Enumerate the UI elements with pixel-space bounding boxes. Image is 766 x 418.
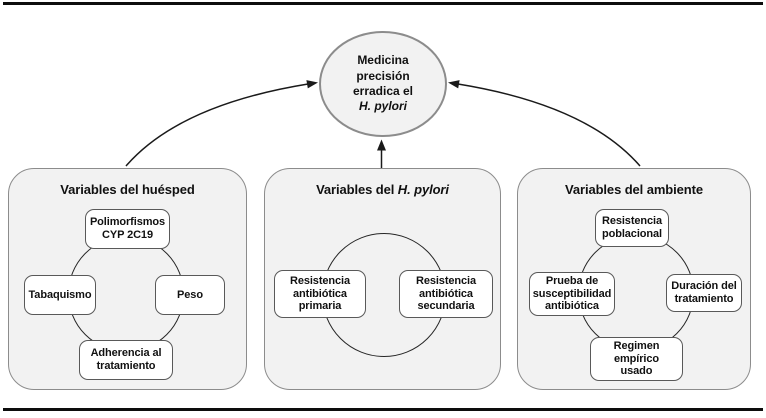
panel-pylori-title-prefix: Variables del (316, 182, 395, 197)
panel-pylori-variables: Variables del H. pylori Resistencia anti… (264, 168, 501, 390)
node-weight: Peso (155, 275, 225, 315)
node-population-resistance: Resistencia poblacional (595, 209, 669, 247)
panel-environment-variables: Variables del ambiente Resistencia pobla… (517, 168, 751, 390)
top-rule (3, 2, 763, 5)
center-goal-line: precisión (356, 68, 410, 83)
node-smoking: Tabaquismo (24, 275, 96, 315)
arrowhead-environment-icon (448, 80, 460, 89)
arrow-host-to-center (125, 83, 309, 167)
node-treatment-adherence: Adherencia al tratamiento (79, 340, 173, 380)
panel-environment-title: Variables del ambiente (565, 182, 703, 197)
panel-pylori-title: Variables del H. pylori (265, 182, 500, 197)
center-goal-line: Medicina (357, 53, 409, 68)
center-goal-node: Medicina precisión erradica el H. pylori (319, 31, 447, 137)
node-secondary-antibiotic-resistance: Resistencia antibiótica secundaria (399, 270, 493, 318)
arrowhead-pylori-icon (377, 139, 386, 151)
node-empiric-regimen-used: Regimen empírico usado (590, 337, 683, 381)
node-antibiotic-susceptibility-testing: Prueba de susceptibilidad antibiótica (529, 272, 615, 316)
arrow-environment-to-center (457, 83, 641, 167)
panel-host-variables: Variables del huésped Polimorfismos CYP … (8, 168, 247, 390)
panel-pylori-title-italic: H. pylori (397, 182, 449, 197)
center-goal-line: erradica el (352, 84, 414, 98)
panel-host-title: Variables del huésped (60, 182, 195, 197)
node-primary-antibiotic-resistance: Resistencia antibiótica primaria (274, 270, 366, 318)
node-cyp2c19-polymorphisms: Polimorfismos CYP 2C19 (85, 209, 170, 249)
node-treatment-duration: Duración del tratamiento (666, 274, 742, 312)
arrowhead-host-icon (306, 80, 318, 89)
center-goal-line-italic: H. pylori (358, 99, 407, 114)
bottom-rule (3, 408, 763, 411)
